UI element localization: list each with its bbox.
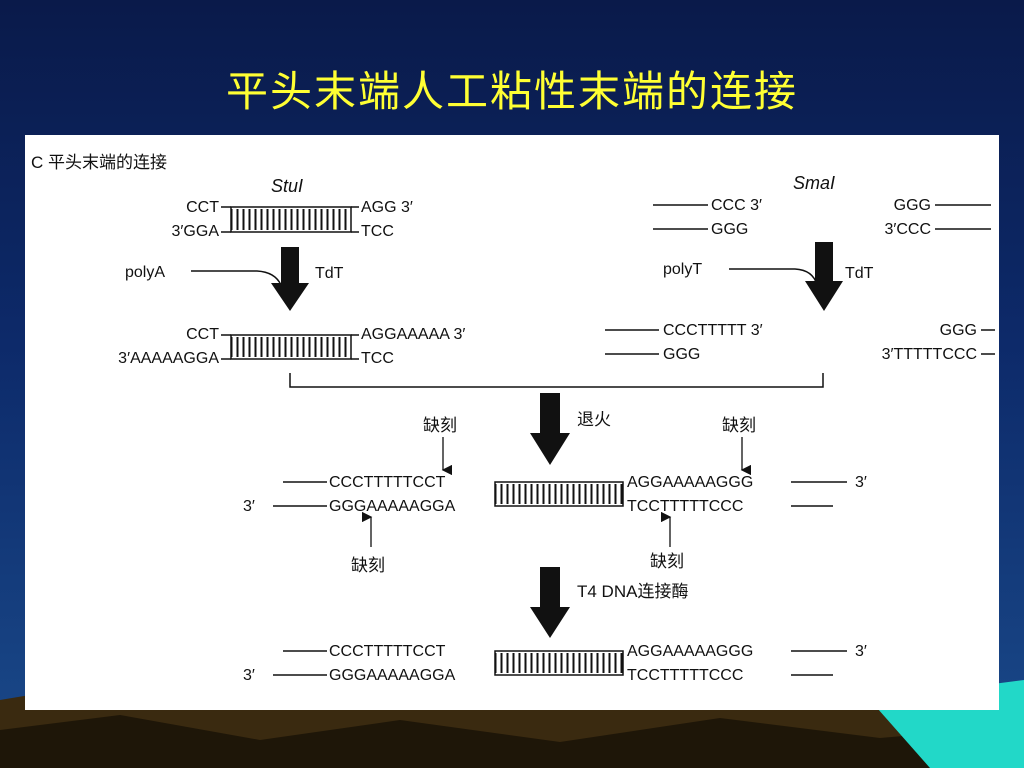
anneal-prime-left: 3′ bbox=[243, 498, 255, 515]
tdt-arrow-right bbox=[805, 242, 843, 311]
nick-label-top-right: 缺刻 bbox=[722, 416, 756, 435]
stui-bottom-left: 3′GGA bbox=[172, 223, 220, 240]
ligase-arrow bbox=[530, 567, 570, 638]
panel-label: C 平头末端的连接 bbox=[31, 153, 167, 172]
figure-panel: C 平头末端的连接 StuI CCT 3′GGA AGG 3′ TCC poly… bbox=[25, 135, 999, 710]
nick-label-bottom-right: 缺刻 bbox=[650, 552, 684, 571]
nick-label-bottom-left: 缺刻 bbox=[351, 556, 385, 575]
nick-label-top-left: 缺刻 bbox=[423, 416, 457, 435]
stui-res-top-left: CCT bbox=[186, 326, 219, 343]
stui-res-bottom-left: 3′AAAAAGGA bbox=[118, 350, 219, 367]
smai-res-bottom-b: 3′TTTTTCCC bbox=[882, 346, 977, 363]
smai-bottom-b: 3′CCC bbox=[884, 221, 931, 238]
anneal-top-right: AGGAAAAAGGG bbox=[627, 474, 753, 491]
polya-label: polyA bbox=[125, 264, 165, 281]
ligation-top-right: AGGAAAAAGGG bbox=[627, 643, 753, 660]
ligation-top-left: CCCTTTTTCCT bbox=[329, 643, 446, 660]
tdt-label-left: TdT bbox=[315, 265, 344, 282]
ligation-bottom-right: TCCTTTTTCCC bbox=[627, 667, 743, 684]
ligation-prime-left: 3′ bbox=[243, 667, 255, 684]
anneal-prime-right: 3′ bbox=[855, 474, 867, 491]
tdt-label-right: TdT bbox=[845, 265, 874, 282]
anneal-label: 退火 bbox=[577, 410, 611, 429]
stui-label: StuI bbox=[271, 176, 303, 196]
smai-label: SmaI bbox=[793, 173, 835, 193]
polyt-label: polyT bbox=[663, 261, 702, 278]
stui-top-left: CCT bbox=[186, 199, 219, 216]
smai-bottom-a: GGG bbox=[711, 221, 748, 238]
stui-bottom-right: TCC bbox=[361, 223, 394, 240]
smai-res-top-a: CCCTTTTT 3′ bbox=[663, 322, 763, 339]
dna-ligation-diagram: C 平头末端的连接 StuI CCT 3′GGA AGG 3′ TCC poly… bbox=[31, 153, 995, 684]
anneal-bottom-left: GGGAAAAAGGA bbox=[329, 498, 456, 515]
anneal-arrow bbox=[530, 393, 570, 465]
tdt-arrow-left bbox=[271, 247, 309, 311]
stui-top-right: AGG 3′ bbox=[361, 199, 413, 216]
stui-res-top-right: AGGAAAAA 3′ bbox=[361, 326, 465, 343]
anneal-bottom-right: TCCTTTTTCCC bbox=[627, 498, 743, 515]
smai-top-a: CCC 3′ bbox=[711, 197, 762, 214]
ligase-label: T4 DNA连接酶 bbox=[577, 582, 688, 601]
stui-res-bottom-right: TCC bbox=[361, 350, 394, 367]
ligation-bottom-left: GGGAAAAAGGA bbox=[329, 667, 456, 684]
smai-top-b: GGG bbox=[894, 197, 931, 214]
smai-res-top-b: GGG bbox=[940, 322, 977, 339]
ligation-prime-right: 3′ bbox=[855, 643, 867, 660]
anneal-top-left: CCCTTTTTCCT bbox=[329, 474, 446, 491]
slide-title: 平头末端人工粘性末端的连接 bbox=[225, 67, 798, 116]
combine-bracket bbox=[289, 373, 824, 388]
smai-res-bottom-a: GGG bbox=[663, 346, 700, 363]
